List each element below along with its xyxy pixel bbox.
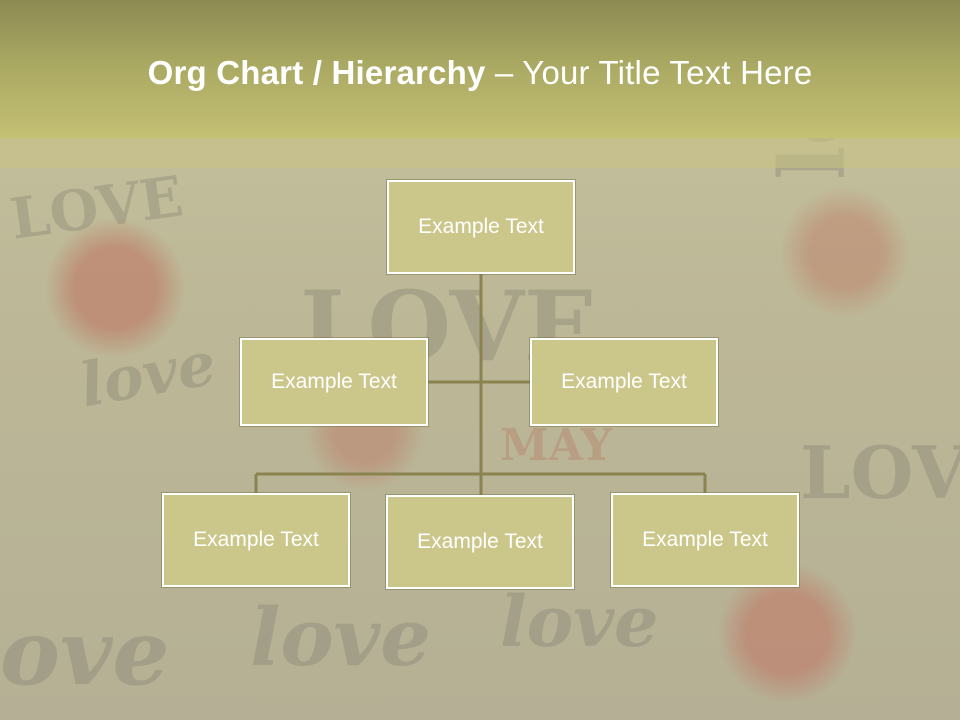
- background-graffiti: ove: [0, 600, 170, 706]
- slide-title: Org Chart / Hierarchy – Your Title Text …: [0, 54, 960, 92]
- org-node-label: Example Text: [418, 215, 544, 238]
- title-bar-band: [0, 138, 960, 168]
- org-node-label: Example Text: [271, 370, 397, 393]
- title-bar: [0, 0, 960, 138]
- org-node-root[interactable]: Example Text: [387, 180, 575, 274]
- org-node-label: Example Text: [417, 530, 543, 553]
- title-separator: –: [485, 54, 523, 91]
- org-node-label: Example Text: [193, 528, 319, 551]
- title-bold: Org Chart / Hierarchy: [147, 54, 486, 91]
- background-graffiti: love: [250, 590, 432, 684]
- title-rest: Your Title Text Here: [522, 54, 813, 91]
- background-graffiti: MAY: [500, 420, 613, 471]
- org-node-level3-right[interactable]: Example Text: [611, 493, 799, 587]
- org-node-label: Example Text: [642, 528, 768, 551]
- org-node-label: Example Text: [561, 370, 687, 393]
- org-node-level3-center[interactable]: Example Text: [386, 495, 574, 589]
- org-node-level2-left[interactable]: Example Text: [240, 338, 428, 426]
- org-node-level3-left[interactable]: Example Text: [162, 493, 350, 587]
- background-graffiti: LOV: [800, 430, 960, 515]
- background-graffiti: love: [500, 580, 659, 663]
- org-node-level2-right[interactable]: Example Text: [530, 338, 718, 426]
